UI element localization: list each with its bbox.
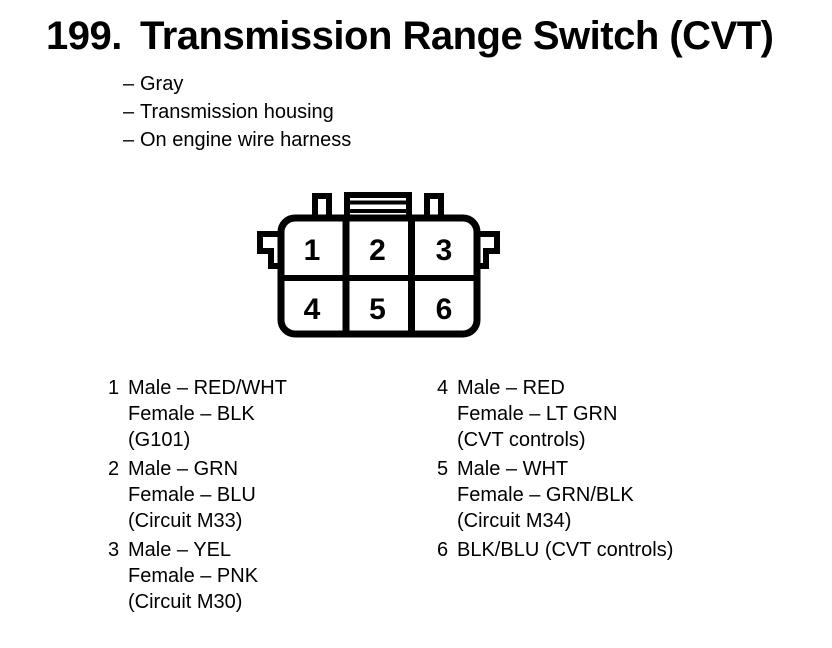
- pin-description: Male – RED/WHT Female – BLK (G101): [128, 375, 287, 453]
- note-harness: – On engine wire harness: [123, 126, 351, 154]
- pin-list-left: 1 Male – RED/WHT Female – BLK (G101) 2 M…: [108, 375, 287, 618]
- pin-cavity-3: 3: [436, 234, 453, 267]
- pin-description: Male – RED Female – LT GRN (CVT controls…: [457, 375, 617, 453]
- connector-ear-right: [476, 231, 500, 269]
- pin-entry-2: 2 Male – GRN Female – BLU (Circuit M33): [108, 456, 287, 534]
- pin-cavity-5: 5: [369, 293, 386, 326]
- pin-line: (G101): [128, 429, 191, 451]
- pin-line: Female – PNK: [128, 565, 259, 587]
- pin-line: BLK/BLU (CVT controls): [457, 539, 674, 561]
- page-title-text: Transmission Range Switch (CVT): [140, 14, 774, 58]
- pin-number: 3: [108, 539, 120, 561]
- pin-line: Female – GRN/BLK: [457, 484, 634, 506]
- pin-number: 1: [108, 377, 120, 399]
- connector-notes: – Gray – Transmission housing – On engin…: [123, 70, 351, 154]
- pin-line: (Circuit M33): [128, 510, 243, 532]
- pin-cavity-6: 6: [436, 293, 453, 326]
- page-title-number: 199.: [46, 14, 122, 58]
- connector-diagram: 1 2 3 4 5 6: [257, 192, 500, 338]
- note-text: Gray: [140, 73, 184, 95]
- dash-bullet: –: [123, 129, 135, 151]
- pin-cavity-4: 4: [304, 293, 321, 326]
- pin-line: Male – YEL: [128, 539, 232, 561]
- pin-line: (Circuit M34): [457, 510, 572, 532]
- page-title: 199. Transmission Range Switch (CVT): [46, 14, 774, 58]
- pin-description: BLK/BLU (CVT controls): [457, 537, 673, 563]
- pin-entry-4: 4 Male – RED Female – LT GRN (CVT contro…: [437, 375, 673, 453]
- pin-description: Male – YEL Female – PNK (Circuit M30): [128, 537, 258, 615]
- pin-number: 5: [437, 458, 449, 480]
- pin-description: Male – GRN Female – BLU (Circuit M33): [128, 456, 256, 534]
- pin-number: 6: [437, 539, 449, 561]
- pin-line: Female – BLK: [128, 403, 255, 425]
- pin-line: (Circuit M30): [128, 591, 243, 613]
- note-text: Transmission housing: [140, 101, 334, 123]
- note-color: – Gray: [123, 70, 351, 98]
- pin-line: Female – LT GRN: [457, 403, 618, 425]
- pin-list-right: 4 Male – RED Female – LT GRN (CVT contro…: [437, 375, 673, 566]
- pin-line: Male – WHT: [457, 458, 569, 480]
- connector-ear-left: [257, 231, 282, 269]
- pin-line: (CVT controls): [457, 429, 586, 451]
- pin-cavity-2: 2: [369, 234, 386, 267]
- pin-number: 4: [437, 377, 449, 399]
- dash-bullet: –: [123, 101, 135, 123]
- pin-line: Male – RED/WHT: [128, 377, 287, 399]
- pin-line: Male – RED: [457, 377, 565, 399]
- pin-entry-5: 5 Male – WHT Female – GRN/BLK (Circuit M…: [437, 456, 673, 534]
- pin-entry-1: 1 Male – RED/WHT Female – BLK (G101): [108, 375, 287, 453]
- note-text: On engine wire harness: [140, 129, 352, 151]
- pin-line: Female – BLU: [128, 484, 256, 506]
- pin-description: Male – WHT Female – GRN/BLK (Circuit M34…: [457, 456, 634, 534]
- pin-number: 2: [108, 458, 120, 480]
- note-location: – Transmission housing: [123, 98, 351, 126]
- pin-line: Male – GRN: [128, 458, 239, 480]
- pin-cavity-1: 1: [304, 234, 321, 267]
- pin-entry-3: 3 Male – YEL Female – PNK (Circuit M30): [108, 537, 287, 615]
- dash-bullet: –: [123, 73, 135, 95]
- pin-entry-6: 6 BLK/BLU (CVT controls): [437, 537, 673, 563]
